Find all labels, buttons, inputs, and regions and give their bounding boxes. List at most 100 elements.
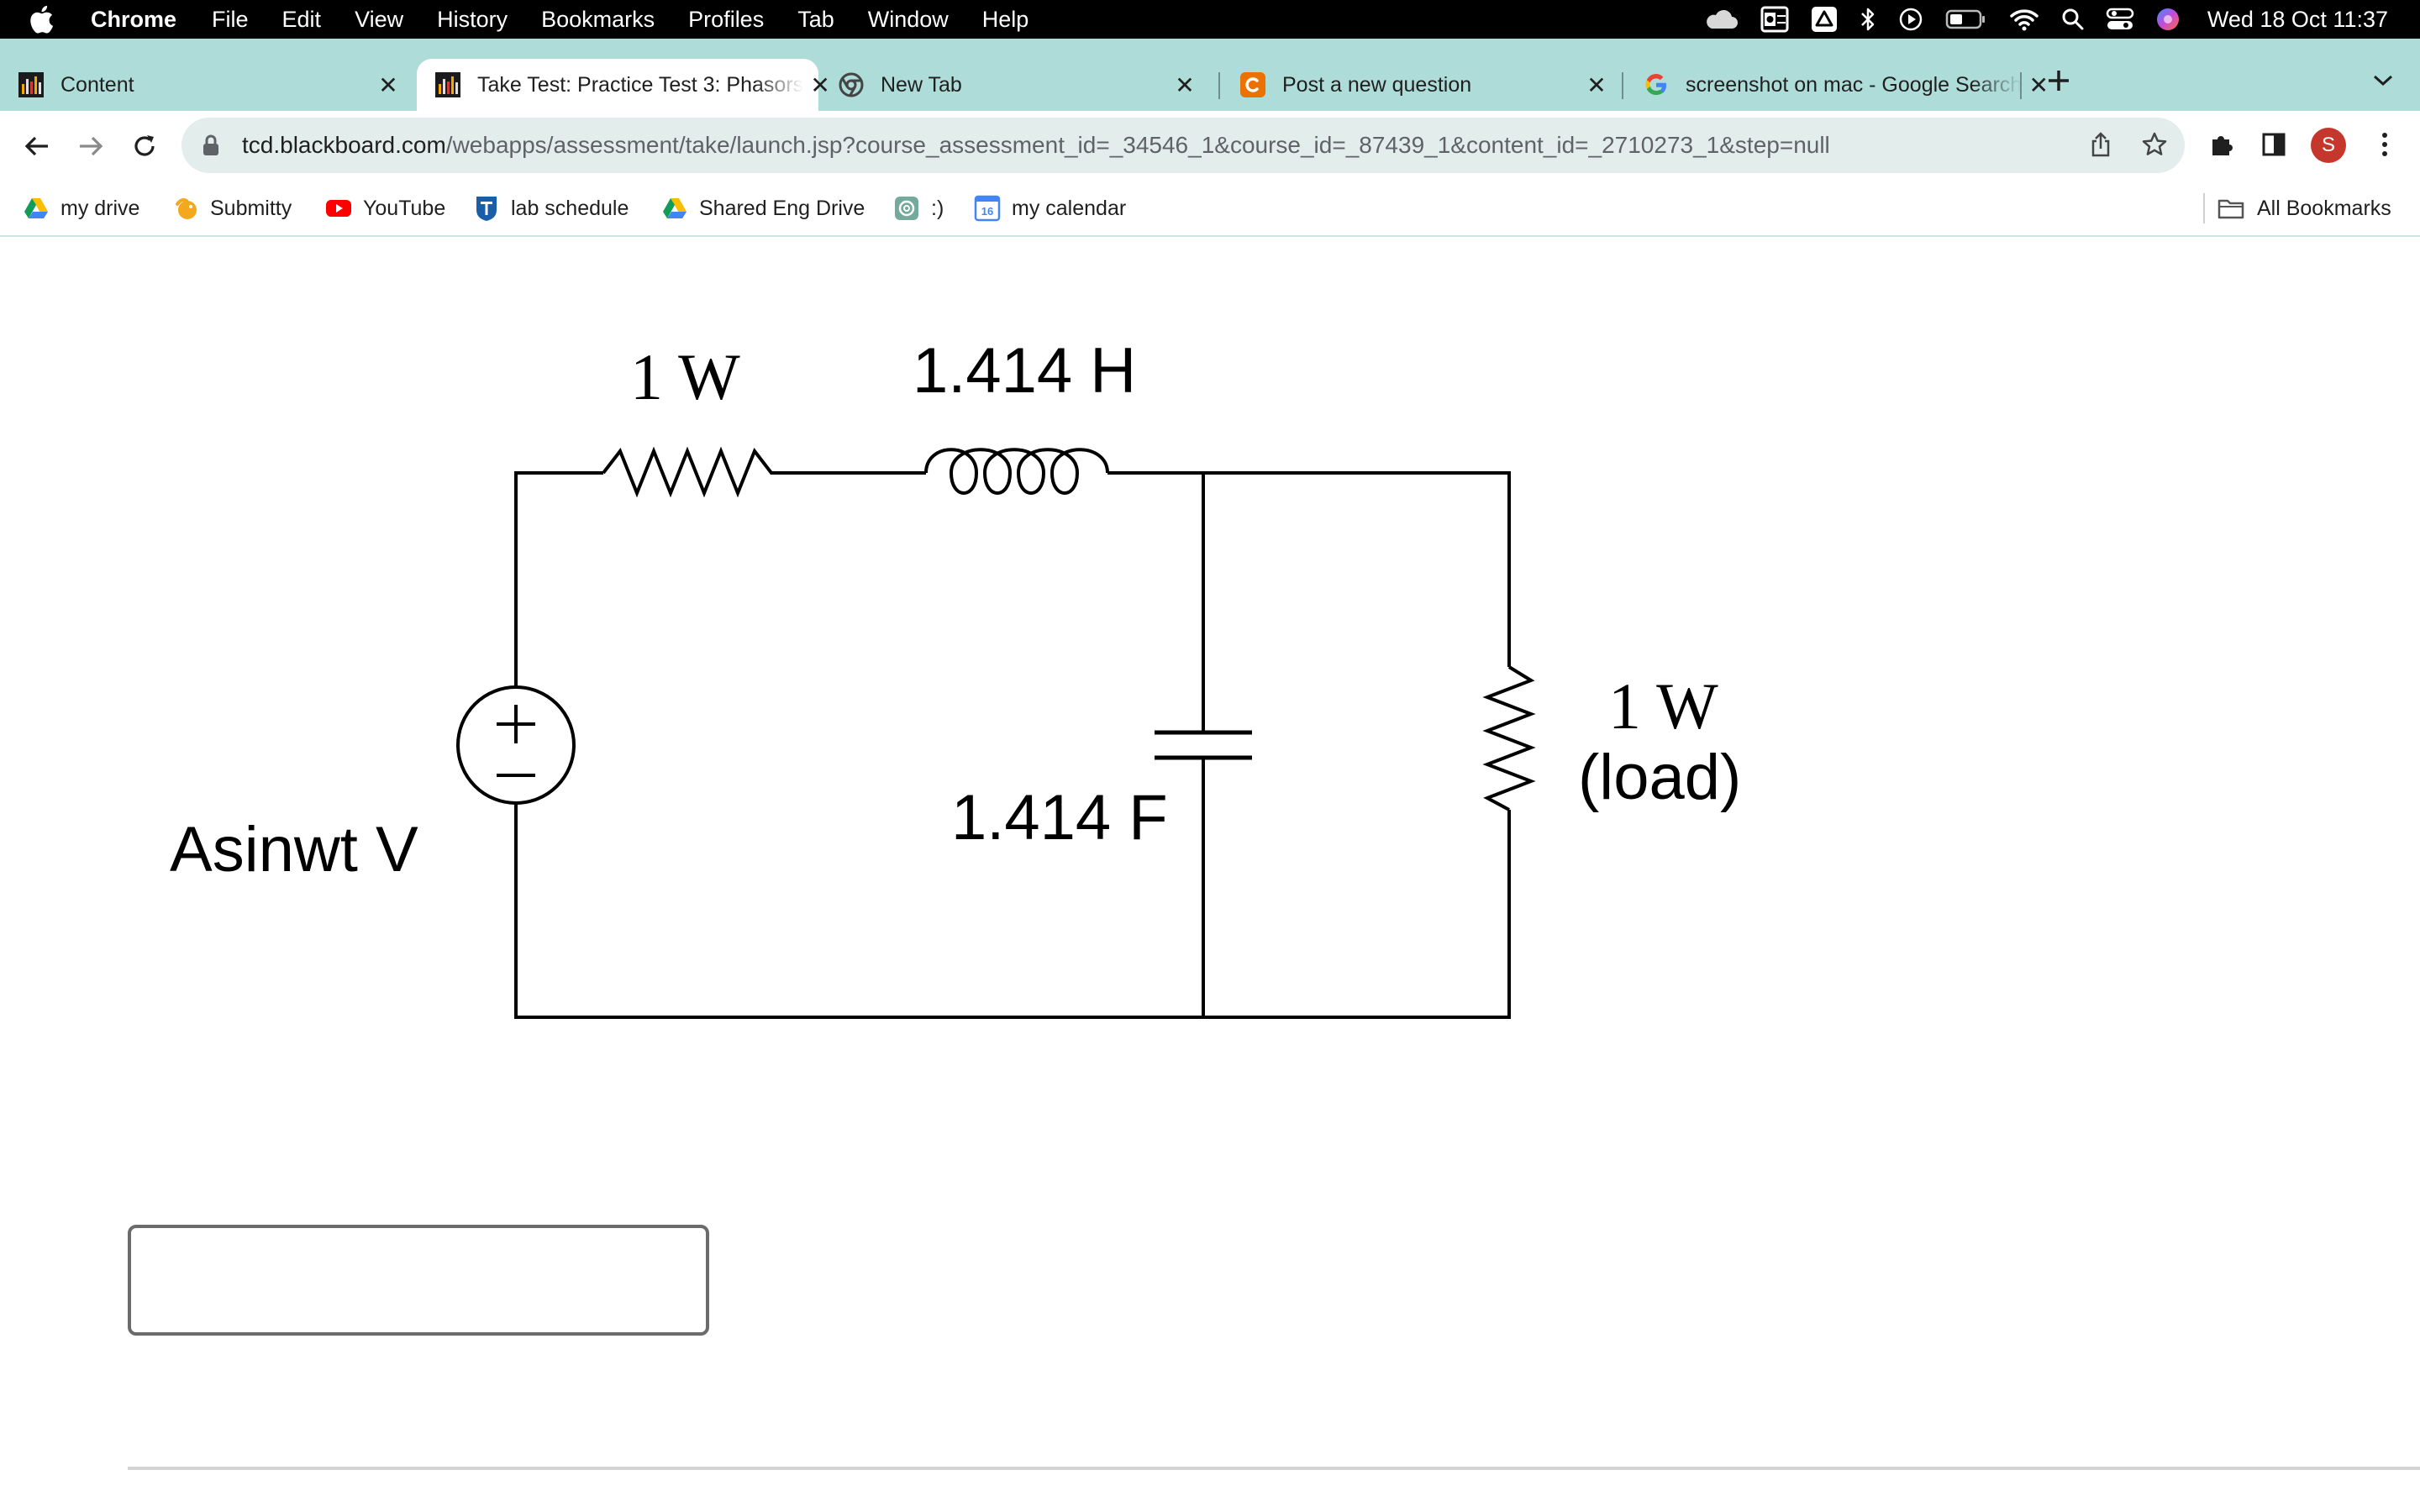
control-center-icon[interactable] [2106,8,2134,31]
tab-new-tab[interactable]: New Tab ✕ [820,59,1210,111]
menu-help[interactable]: Help [981,6,1029,32]
tcd-icon [474,196,499,221]
arrow-left-icon [24,136,48,156]
folder-icon [2217,196,2244,221]
menu-window[interactable]: Window [867,6,949,32]
side-panel-button[interactable] [2257,128,2291,161]
tab-separator [2020,72,2022,99]
submitty-icon [173,196,198,221]
bluetooth-icon[interactable] [1860,6,1876,33]
arrow-right-icon [80,136,103,156]
drive-icon [662,196,687,221]
bookmark-label: my drive [60,196,140,220]
close-icon[interactable]: ✕ [810,71,830,98]
reload-icon [134,135,155,156]
outlook-icon[interactable] [1760,6,1789,33]
siri-icon[interactable] [2155,7,2181,32]
tab-title: Post a new question [1282,72,1472,97]
chrome-icon [839,72,864,97]
menu-file[interactable]: File [212,6,249,32]
tab-strip: Content ✕ Take Test: Practice Test 3: Ph… [0,39,2420,111]
wire-top-left [514,471,603,687]
bookmark-label: lab schedule [511,196,629,220]
menu-tab[interactable]: Tab [797,6,834,32]
tab-google-search[interactable]: screenshot on mac - Google Search ✕ [1625,59,2049,111]
bookmark-my-drive[interactable]: my drive [24,193,139,223]
share-button[interactable] [2084,128,2118,161]
chrome-menu-button[interactable] [2368,128,2402,161]
bookmark-youtube[interactable]: YouTube [326,193,445,223]
puzzle-icon [2212,136,2233,155]
label-capacitor: 1.414 F [951,782,1168,853]
all-bookmarks-button[interactable]: All Bookmarks [2217,193,2391,223]
menu-bookmarks[interactable]: Bookmarks [541,6,655,32]
spotlight-icon[interactable] [2061,8,2085,31]
tab-take-test[interactable]: Take Test: Practice Test 3: Phasors ✕ [417,59,830,111]
tab-separator [1218,72,1220,99]
more-vertical-icon [2382,133,2387,156]
page-content: 1 W 1.414 H 1.414 F 1 W (load) Asinwt V [0,237,2420,1512]
blackboard-icon [435,72,460,97]
reload-button[interactable] [128,129,161,163]
menu-history[interactable]: History [437,6,508,32]
close-icon[interactable]: ✕ [1586,71,1607,98]
bookmark-star-button[interactable] [2138,128,2171,161]
url-host: tcd.blackboard.com [242,132,446,158]
label-load-value: 1 W [1608,669,1718,743]
bookmark-shared-eng-drive[interactable]: Shared Eng Drive [662,193,865,223]
bookmark-label: my calendar [1012,196,1127,220]
circuit-diagram [456,446,1536,1019]
bookmark-label: :) [931,196,944,220]
tab-title: New Tab [881,72,962,97]
bookmark-my-calendar[interactable]: 16 my calendar [974,193,1127,223]
extensions-button[interactable] [2205,128,2238,161]
drive-icon [24,196,49,221]
all-bookmarks-label: All Bookmarks [2257,196,2391,220]
youtube-icon [326,196,351,221]
drive-icon[interactable] [1811,6,1838,33]
load-resistor [1482,665,1536,811]
bookmark-lab-schedule[interactable]: lab schedule [474,193,629,223]
menu-bar-status-area: Wed 18 Oct 11:37 [1703,0,2420,39]
back-button[interactable] [20,129,54,163]
openai-icon [894,196,919,221]
tab-title: screenshot on mac - Google Search [1686,72,2023,97]
bookmark-label: Shared Eng Drive [699,196,865,220]
menu-app-name[interactable]: Chrome [91,6,177,32]
new-tab-button[interactable] [2042,64,2075,97]
calendar-day: 16 [981,205,993,218]
menu-profiles[interactable]: Profiles [688,6,765,32]
chegg-icon [1240,72,1265,97]
side-panel-icon [2262,133,2286,156]
tab-search-button[interactable] [2368,66,2398,96]
bookmark-label: YouTube [363,196,446,220]
series-resistor [602,446,926,498]
menu-view[interactable]: View [355,6,404,32]
profile-avatar[interactable]: S [2311,128,2346,163]
battery-icon[interactable] [1945,8,1987,30]
calendar-icon: 16 [974,195,1001,222]
menu-bar-clock[interactable]: Wed 18 Oct 11:37 [2207,6,2388,32]
icloud-icon[interactable] [1703,8,1739,30]
answer-input[interactable] [128,1225,709,1336]
close-icon[interactable]: ✕ [378,71,398,98]
plus-icon [2049,71,2069,91]
bookmark-submitty[interactable]: Submitty [173,193,292,223]
play-icon[interactable] [1898,7,1923,32]
apple-icon[interactable] [29,5,66,34]
close-icon[interactable]: ✕ [1175,71,1195,98]
share-icon [2091,132,2110,157]
label-series-resistor: 1 W [630,340,740,413]
forward-button[interactable] [74,129,108,163]
tab-content[interactable]: Content ✕ [0,59,413,111]
wire-left-bottom [514,803,1203,1019]
bookmark-smiley[interactable]: :) [894,193,944,223]
tab-title: Content [60,72,134,97]
address-bar[interactable]: tcd.blackboard.com/webapps/assessment/ta… [182,118,2185,173]
blackboard-icon [18,72,44,97]
close-icon[interactable]: ✕ [2028,71,2049,98]
lock-icon[interactable] [202,134,227,157]
wifi-icon[interactable] [2009,8,2039,31]
menu-edit[interactable]: Edit [281,6,322,32]
tab-post-question[interactable]: Post a new question ✕ [1222,59,1622,111]
